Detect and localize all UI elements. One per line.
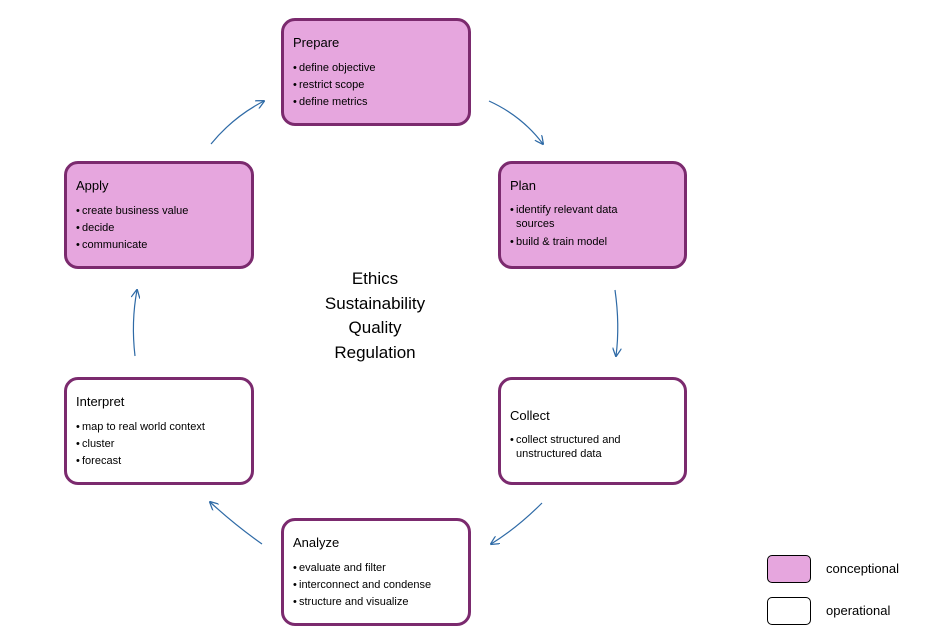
node-interpret-title: Interpret	[76, 394, 125, 409]
legend-swatch-conceptional	[767, 555, 811, 583]
center-principles: Ethics Sustainability Quality Regulation	[300, 267, 450, 365]
legend-label-operational: operational	[826, 603, 891, 618]
arrow-plan-to-collect	[615, 289, 618, 356]
node-collect: Collect collect structured and unstructu…	[498, 377, 687, 485]
center-principle: Quality	[348, 318, 402, 337]
node-analyze-item: structure and visualize	[293, 594, 460, 611]
node-apply: Apply create business value decide commu…	[64, 161, 254, 269]
legend-label-conceptional: conceptional	[826, 561, 899, 576]
node-plan-item: build & train model	[510, 234, 676, 251]
node-prepare: Prepare define objective restrict scope …	[281, 18, 471, 126]
node-prepare-title: Prepare	[293, 35, 340, 50]
node-plan-item: identify relevant data sources	[510, 203, 656, 231]
node-collect-title: Collect	[510, 408, 550, 423]
node-analyze: Analyze evaluate and filter interconnect…	[281, 518, 471, 626]
node-analyze-title: Analyze	[293, 535, 340, 550]
center-principle: Sustainability	[324, 293, 426, 313]
arrow-interpret-to-apply	[133, 290, 137, 357]
legend-swatch-operational	[767, 597, 811, 625]
arrow-prepare-to-plan	[488, 100, 543, 144]
node-interpret: Interpret map to real world context clus…	[64, 377, 254, 485]
node-plan-title: Plan	[510, 178, 537, 193]
node-prepare-item: define objective	[293, 60, 460, 77]
arrow-analyze-to-interpret	[210, 502, 263, 545]
arrow-collect-to-analyze	[491, 502, 543, 544]
node-apply-item: communicate	[76, 237, 243, 254]
node-analyze-item: evaluate and filter	[293, 560, 460, 577]
node-prepare-item: define metrics	[293, 94, 460, 111]
node-interpret-item: forecast	[76, 453, 243, 470]
node-apply-title: Apply	[76, 178, 109, 193]
arrow-apply-to-prepare	[210, 101, 264, 145]
node-apply-item: decide	[76, 220, 243, 237]
node-analyze-item: interconnect and condense	[293, 577, 460, 594]
node-apply-item: create business value	[76, 203, 243, 220]
center-principle: Regulation	[334, 342, 416, 362]
node-interpret-item: map to real world context	[76, 419, 243, 436]
node-plan: Plan identify relevant data sources buil…	[498, 161, 687, 269]
node-prepare-item: restrict scope	[293, 77, 460, 94]
node-interpret-item: cluster	[76, 436, 243, 453]
center-principle: Ethics	[351, 269, 399, 288]
node-collect-item: collect structured and unstructured data	[510, 433, 656, 461]
